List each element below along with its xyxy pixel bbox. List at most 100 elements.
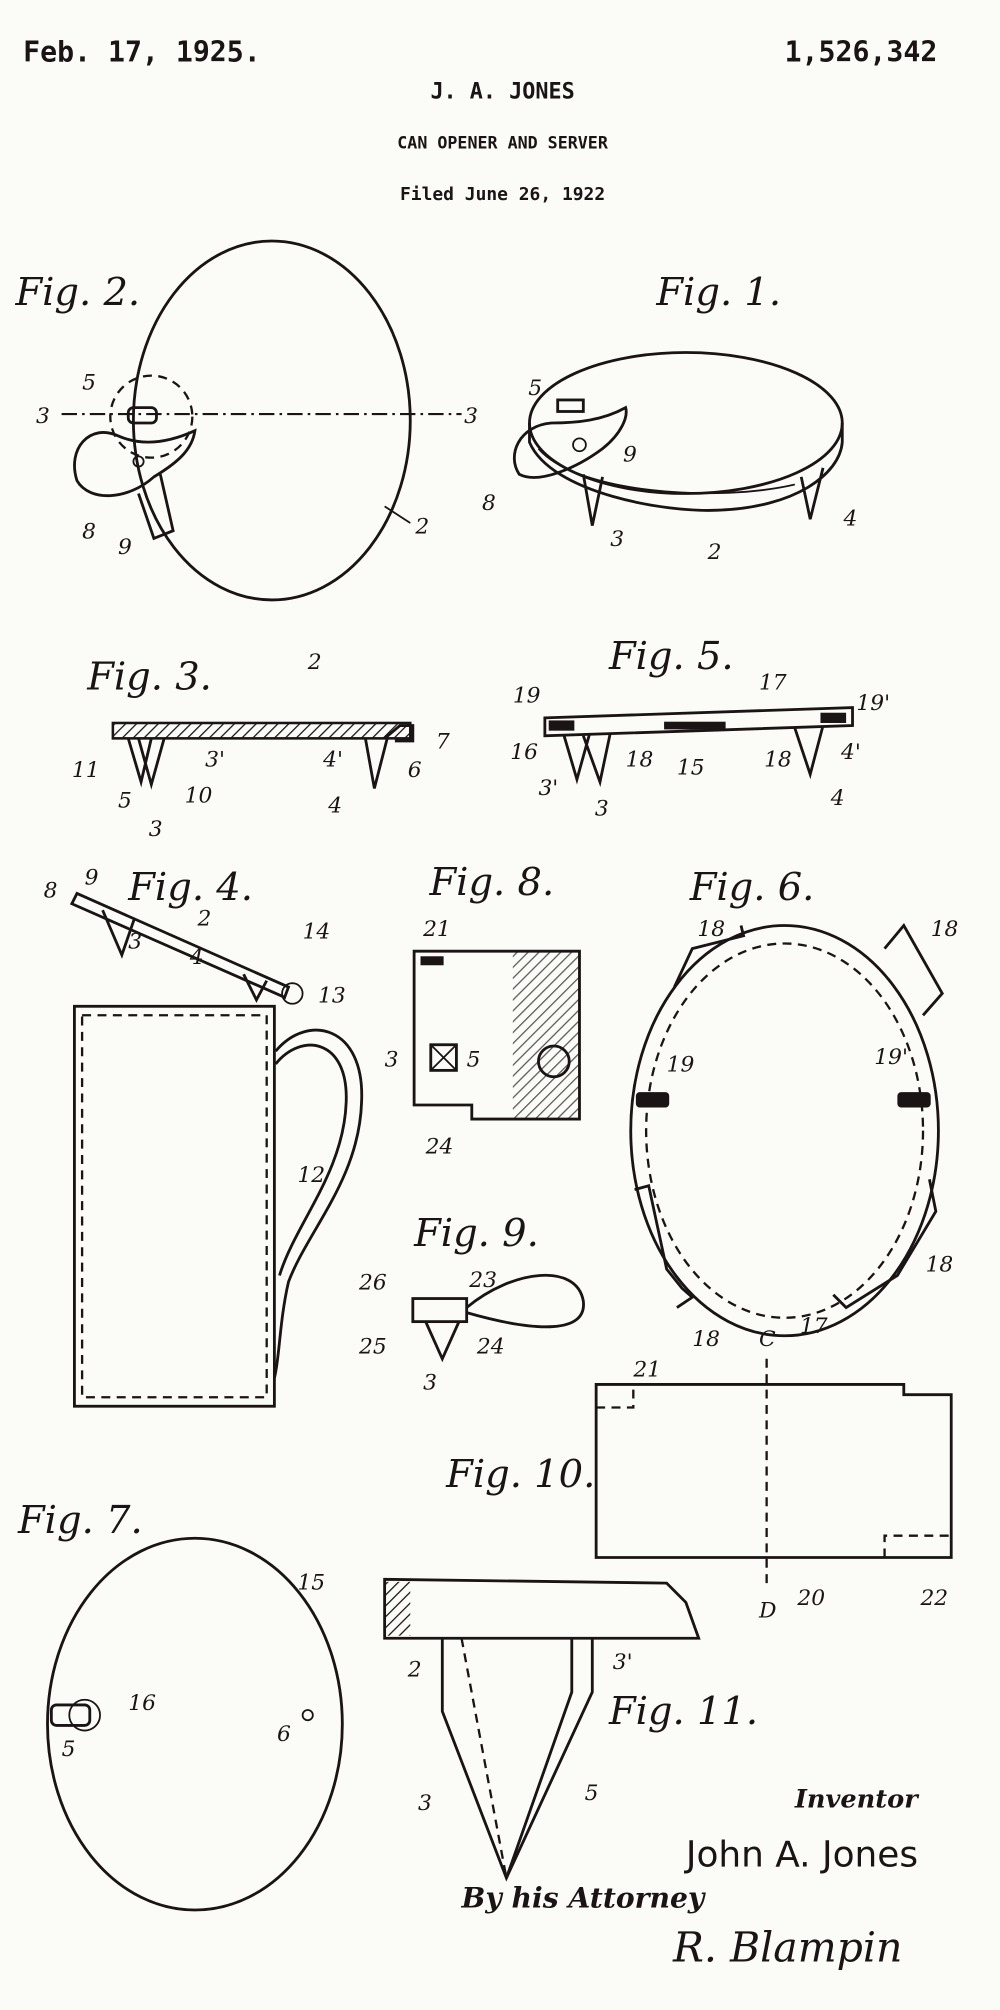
figure-1: Fig. 1. 5 8 9 3 2 4: [482, 270, 857, 565]
figure-9-label: Fig. 9.: [413, 1211, 539, 1256]
ref-numeral: 4: [843, 507, 858, 532]
figure-8: Fig. 8. 21 3 5 24: [385, 860, 581, 1160]
figure-2-label: Fig. 2.: [14, 270, 140, 315]
ref-numeral: 22: [919, 1586, 948, 1611]
figure-7-label: Fig. 7.: [17, 1498, 143, 1543]
ref-numeral: 19: [513, 683, 541, 708]
ref-numeral: 5: [82, 371, 96, 396]
ref-numeral: 11: [72, 758, 100, 783]
ref-numeral: C: [759, 1327, 776, 1352]
ref-numeral: 9: [118, 535, 132, 560]
figure-4: Fig. 4. 8 9 2 3 4 14 13 12: [44, 865, 363, 1408]
ref-numeral: 4: [830, 786, 845, 811]
ref-numeral: 17: [800, 1314, 828, 1339]
ref-numeral: 16: [128, 1691, 156, 1716]
ref-numeral: 23: [468, 1268, 497, 1293]
ref-numeral: 2: [196, 907, 211, 932]
ref-numeral: 21: [422, 917, 451, 942]
figure-11: Fig. 11. 2 3' 3 5: [383, 1577, 758, 1882]
ref-numeral: 4: [189, 945, 204, 970]
ref-numeral: 18: [931, 917, 959, 942]
patent-number: 1,526,342: [785, 36, 938, 69]
ref-numeral: 17: [759, 671, 787, 696]
ref-numeral: 3: [423, 1371, 437, 1396]
ref-numeral: 3: [149, 817, 163, 842]
ref-numeral: 15: [297, 1571, 325, 1596]
ref-numeral: 5: [585, 1781, 599, 1806]
ref-numeral: 10: [185, 783, 213, 808]
ref-numeral: 2: [407, 1658, 422, 1683]
ref-numeral: 3': [205, 748, 225, 773]
ref-numeral: 5: [62, 1737, 76, 1762]
ref-numeral: 19: [667, 1053, 695, 1078]
ref-numeral: 25: [358, 1335, 387, 1360]
ref-numeral: 4': [322, 748, 343, 773]
ref-numeral: 16: [510, 740, 538, 765]
figure-6-label: Fig. 6.: [689, 865, 815, 910]
ref-numeral: 15: [677, 755, 705, 780]
ref-numeral: 3': [613, 1650, 633, 1675]
ref-numeral: 7: [436, 730, 450, 755]
ref-numeral: 3: [610, 527, 624, 552]
ref-numeral: 18: [692, 1327, 720, 1352]
figure-11-label: Fig. 11.: [608, 1689, 758, 1734]
ref-numeral: 2: [307, 650, 322, 675]
ref-numeral: 6: [277, 1722, 291, 1747]
ref-numeral: 3: [418, 1791, 432, 1816]
ref-numeral: 24: [425, 1135, 454, 1160]
figure-2: Fig. 2. 3 3 5 8 9 2: [14, 239, 478, 602]
figure-10-label: Fig. 10.: [445, 1452, 595, 1497]
patent-date: Feb. 17, 1925.: [23, 36, 261, 69]
signature-block: Inventor John A. Jones By his Attorney R…: [461, 1784, 921, 1971]
figure-8-label: Fig. 8.: [428, 860, 554, 905]
ref-numeral: 4: [327, 794, 342, 819]
figure-6: Fig. 6. 18 18 19 19' 18 18 17: [629, 865, 959, 1352]
figure-5-label: Fig. 5.: [608, 634, 734, 679]
ref-numeral: 3: [464, 404, 478, 429]
figure-9: Fig. 9. 26 23 25 24 3: [358, 1211, 585, 1396]
ref-numeral: 8: [482, 491, 496, 516]
figure-5: Fig. 5. 19 17 19' 16 18 15 18 4' 3' 3 4: [510, 634, 890, 821]
ref-numeral: 12: [297, 1163, 325, 1188]
inventor-header: J. A. JONES: [430, 80, 574, 105]
ref-numeral: 2: [707, 540, 722, 565]
ref-numeral: 3: [595, 796, 609, 821]
patent-title: CAN OPENER AND SERVER: [397, 134, 609, 153]
ref-numeral: 18: [626, 748, 654, 773]
ref-numeral: 9: [85, 866, 99, 891]
ref-numeral: 21: [632, 1358, 661, 1383]
ref-numeral: 5: [528, 376, 542, 401]
ref-numeral: 26: [358, 1271, 387, 1296]
figure-7: Fig. 7. 15 16 5 6: [17, 1498, 344, 1912]
ref-numeral: 19': [874, 1045, 908, 1070]
figure-1-label: Fig. 1.: [655, 270, 781, 315]
attorney-label: By his Attorney: [461, 1881, 706, 1914]
ref-numeral: 18: [697, 917, 725, 942]
ref-numeral: 9: [623, 442, 637, 467]
inventor-label: Inventor: [794, 1784, 920, 1814]
ref-numeral: 5: [467, 1048, 481, 1073]
figure-3: Fig. 3. 2 11 5 10 3' 3 4' 4 6 7: [72, 650, 450, 842]
ref-numeral: 2: [414, 514, 429, 539]
ref-numeral: 6: [408, 758, 422, 783]
ref-numeral: 3: [385, 1048, 399, 1073]
figure-10: Fig. 10. C 21 20 22 D: [445, 1327, 953, 1624]
ref-numeral: 3: [36, 404, 50, 429]
ref-numeral: 3: [128, 930, 142, 955]
inventor-signature: John A. Jones: [684, 1834, 918, 1875]
ref-numeral: 14: [303, 919, 331, 944]
ref-numeral: 3': [538, 776, 558, 801]
ref-numeral: 20: [796, 1586, 825, 1611]
ref-numeral: 13: [318, 983, 346, 1008]
ref-numeral: 24: [476, 1335, 505, 1360]
ref-numeral: 18: [926, 1253, 954, 1278]
filed-date: Filed June 26, 1922: [400, 184, 605, 205]
ref-numeral: 8: [82, 519, 96, 544]
ref-numeral: 8: [44, 878, 58, 903]
figure-4-label: Fig. 4.: [127, 865, 253, 910]
figure-3-label: Fig. 3.: [86, 655, 212, 700]
ref-numeral: 4': [840, 740, 861, 765]
ref-numeral: 18: [764, 748, 792, 773]
